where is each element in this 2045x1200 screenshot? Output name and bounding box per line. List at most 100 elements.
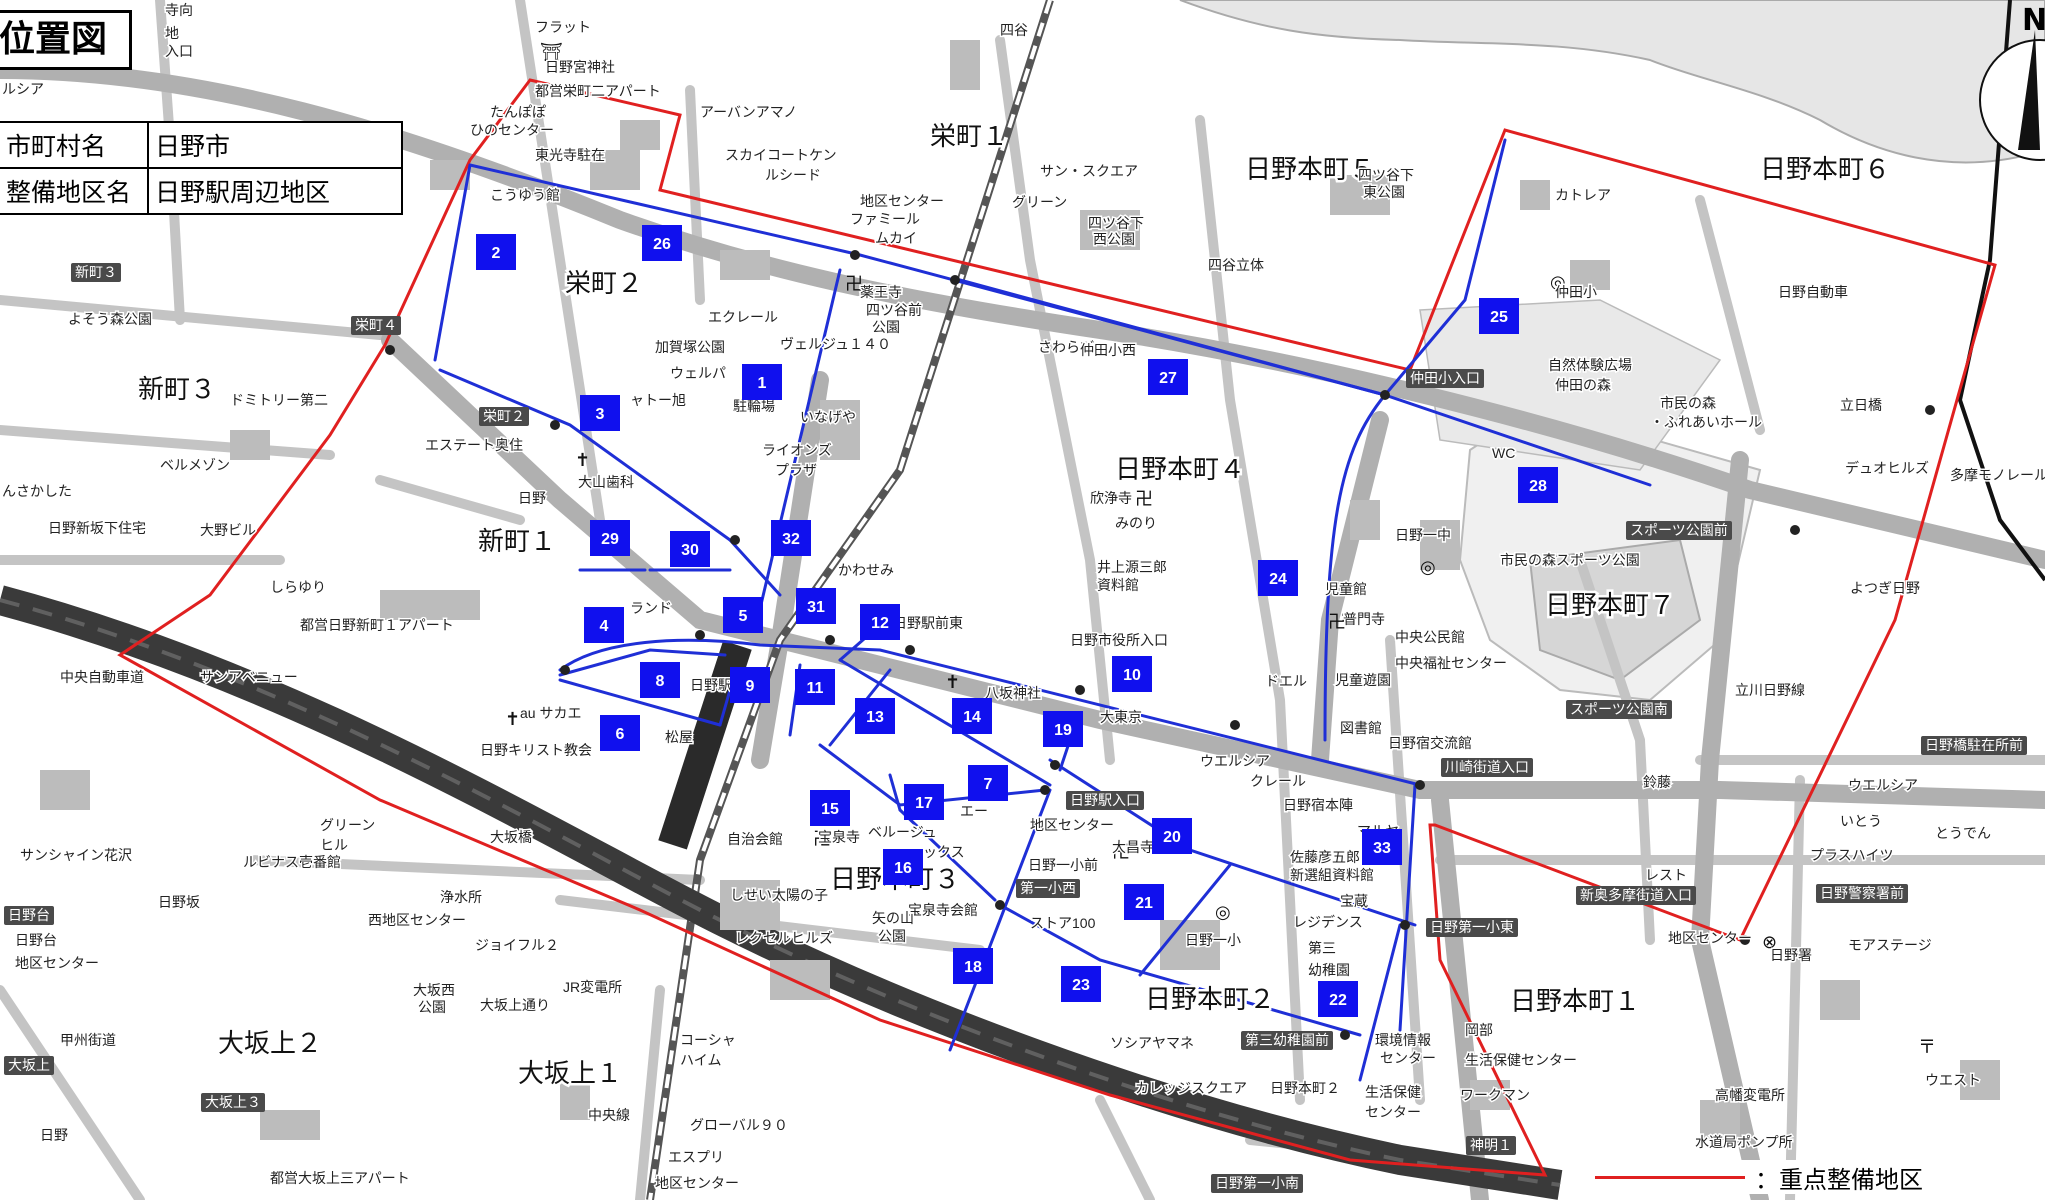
place-label: 幼稚園: [1308, 962, 1350, 978]
place-label: 自治会館: [727, 831, 783, 847]
route-marker-box: [1061, 966, 1101, 1002]
place-label: 立日橋: [1840, 397, 1882, 413]
road-tag-bg: [71, 263, 121, 282]
road-tag-bg: [1816, 884, 1908, 903]
route-6: [558, 678, 722, 727]
place-label: ライオンズ: [762, 442, 832, 458]
place-label: 中央福祉センター: [1395, 655, 1507, 671]
route-marker-box: [1362, 829, 1402, 865]
route-marker: 30: [670, 531, 710, 567]
route-32: [728, 538, 782, 597]
route-21: [1138, 863, 1232, 977]
place-label: ルビナス壱番館: [243, 854, 341, 870]
road-tag-label: 栄町２: [483, 408, 525, 424]
route-marker-number: 20: [1163, 829, 1181, 846]
route-marker-box: [642, 225, 682, 261]
place-label: プラスハイツ: [1810, 847, 1893, 863]
place-label: ウェルパ: [670, 365, 726, 381]
place-label: 普門寺: [1343, 611, 1385, 627]
temple-icon: 卍: [1112, 842, 1130, 863]
place-label: 鈴藤: [1643, 774, 1671, 790]
place-label: 市民の森スポーツ公園: [1500, 552, 1640, 568]
route-marker-number: 27: [1159, 370, 1177, 387]
place-label: 児童遊園: [1335, 672, 1391, 688]
place-label: 日野市役所入口: [1070, 632, 1168, 648]
place-label: 新選組資料館: [1290, 867, 1374, 883]
route-marker-box: [1318, 981, 1358, 1017]
route-marker: 4: [584, 607, 624, 643]
road-tag-label: 日野台: [8, 907, 50, 923]
place-label: 立川日野線: [1735, 682, 1805, 698]
map-symbols: ⛩ 卍 卍 卍 卍 卍 ◎ ◎ ◎ ⊗ 〒 ✝ ✝ ✝: [505, 42, 1936, 1058]
place-label: アーバンアマノ: [700, 104, 797, 120]
place-label: こうゆう館: [490, 187, 560, 203]
place-label: 岡部: [1465, 1022, 1493, 1038]
legend-boundary-line: [1595, 1175, 1745, 1179]
district-label: 日野本町５: [1245, 154, 1375, 184]
route-marker-box: [855, 698, 895, 734]
place-label: 駐輪場: [733, 398, 775, 414]
route-marker: 26: [642, 225, 682, 261]
info-value-district: 日野駅周辺地区: [147, 167, 404, 215]
place-label: プラザ: [775, 462, 817, 478]
route-marker: 17: [904, 784, 944, 820]
info-value-municipality: 日野市: [147, 121, 404, 169]
place-label: カレッジスクエア: [1135, 1080, 1247, 1096]
place-label: 日野宿本陣: [1283, 797, 1353, 813]
route-nodes: [385, 250, 1935, 1040]
place-label: サンシャイン花沢: [20, 847, 132, 863]
place-label: 四ツ谷下: [1358, 167, 1414, 183]
place-label: 日野一小前: [1028, 857, 1098, 873]
place-label: ャトー旭: [630, 392, 686, 408]
district-label: 日野本町２: [1145, 984, 1275, 1014]
map-title-text: 位置図: [0, 19, 108, 60]
place-label: ワークマン: [1460, 1087, 1530, 1103]
school-icon: ◎: [1215, 902, 1231, 923]
route-marker-number: 3: [596, 406, 605, 423]
place-label: みのり: [1115, 515, 1157, 531]
place-label: サン・スクエア: [1040, 163, 1138, 179]
place-label: 地区センター: [1030, 817, 1114, 833]
place-label: さわらび: [1038, 339, 1094, 355]
route-marker-box: [1124, 884, 1164, 920]
place-label: 水道局ポンプ所: [1695, 1134, 1793, 1150]
place-label: カトレア: [1555, 187, 1611, 203]
road-tag-bg: [1441, 758, 1533, 777]
place-label: デュオヒルズ: [1845, 460, 1929, 476]
place-label: エー: [960, 803, 988, 819]
place-label: とうでん: [1935, 825, 1991, 841]
place-label: 八坂神社: [985, 685, 1041, 701]
route-marker-number: 13: [866, 709, 884, 726]
route-marker-number: 15: [821, 801, 839, 818]
road-tag-label: 新町３: [75, 264, 117, 280]
route-marker-number: 21: [1135, 895, 1153, 912]
route-17: [888, 773, 902, 812]
church-icon: ✝: [505, 709, 520, 730]
police-icon: ⊗: [1762, 932, 1777, 953]
district-label: 新町３: [138, 374, 216, 404]
place-label: 日野新坂下住宅: [48, 520, 146, 536]
place-label: エステート奥住: [425, 437, 523, 453]
place-label: 地: [165, 25, 179, 41]
place-label: ムカイ: [875, 230, 917, 246]
place-label: たんぽぽ: [490, 104, 546, 120]
district-label: 新町１: [478, 526, 556, 556]
place-label: 日野自動車: [1778, 284, 1848, 300]
place-label: 仲田の森: [1555, 377, 1611, 393]
place-label: 井上源三郎: [1097, 559, 1167, 575]
place-label: 都営日野新町１アパート: [300, 617, 454, 633]
route-marker-box: [795, 669, 835, 705]
route-marker-number: 23: [1072, 977, 1090, 994]
route-marker-number: 24: [1269, 571, 1287, 588]
road-tag-bg: [1626, 521, 1732, 540]
route-marker-number: 12: [871, 615, 889, 632]
road-tag-label: 大坂上: [8, 1057, 50, 1073]
place-label: 宝蔵: [1340, 893, 1368, 909]
route-marker: 28: [1518, 467, 1558, 503]
route-marker-number: 9: [746, 678, 755, 695]
place-label: 四ツ谷前: [866, 302, 922, 318]
place-label: 資料館: [1097, 577, 1139, 593]
route-marker: 22: [1318, 981, 1358, 1017]
place-label: 日野坂: [158, 894, 200, 910]
